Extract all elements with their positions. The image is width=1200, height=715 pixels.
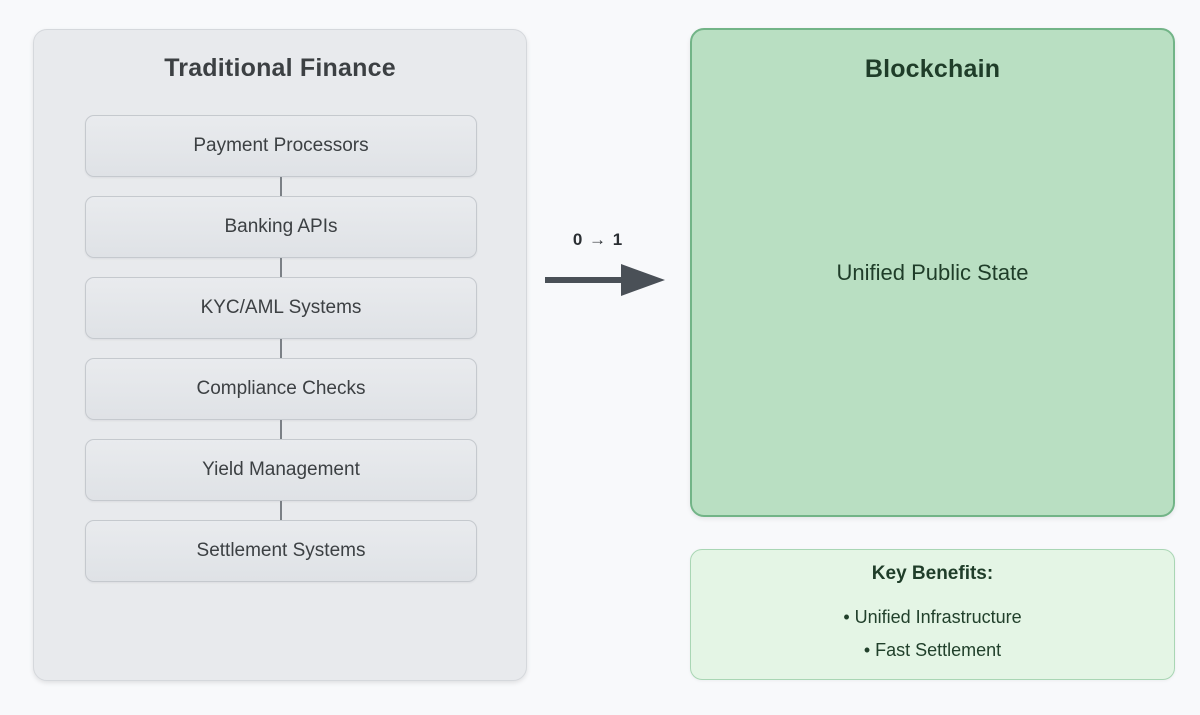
transition-arrow-group: 0 → 1 xyxy=(543,230,673,305)
traditional-finance-title: Traditional Finance xyxy=(164,54,396,82)
stack-item-banking-apis[interactable]: Banking APIs xyxy=(85,196,477,258)
stack-item-settlement-systems[interactable]: Settlement Systems xyxy=(85,520,477,582)
stack-item-label: Yield Management xyxy=(202,459,360,480)
traditional-finance-stack: Payment Processors Banking APIs KYC/AML … xyxy=(85,115,477,582)
arrow-right-icon xyxy=(545,264,665,296)
stack-item-label: Settlement Systems xyxy=(196,540,366,561)
blockchain-title: Blockchain xyxy=(864,55,1001,83)
key-benefit-item-fast-settlement: • Fast Settlement xyxy=(863,639,1002,660)
connector-line xyxy=(85,258,477,277)
stack-item-payment-processors[interactable]: Payment Processors xyxy=(85,115,477,177)
key-benefits-title: Key Benefits: xyxy=(871,563,994,585)
connector-line xyxy=(85,339,477,358)
traditional-finance-panel: Traditional Finance Payment Processors B… xyxy=(33,29,527,681)
stack-item-yield-management[interactable]: Yield Management xyxy=(85,439,477,501)
blockchain-panel: Blockchain Unified Public State xyxy=(690,28,1175,517)
stack-item-label: Compliance Checks xyxy=(196,378,366,399)
stack-item-label: KYC/AML Systems xyxy=(200,297,362,318)
stack-item-kyc-aml-systems[interactable]: KYC/AML Systems xyxy=(85,277,477,339)
stack-item-label: Payment Processors xyxy=(193,135,369,156)
connector-line xyxy=(85,177,477,196)
connector-line xyxy=(85,501,477,520)
connector-line xyxy=(85,420,477,439)
stack-item-label: Banking APIs xyxy=(224,216,338,237)
key-benefit-item-unified-infrastructure: • Unified Infrastructure xyxy=(843,607,1022,628)
key-benefits-box: Key Benefits: • Unified Infrastructure •… xyxy=(690,549,1175,680)
stack-item-compliance-checks[interactable]: Compliance Checks xyxy=(85,358,477,420)
transition-label: 0 → 1 xyxy=(572,230,624,249)
unified-public-state-label: Unified Public State xyxy=(836,259,1029,285)
